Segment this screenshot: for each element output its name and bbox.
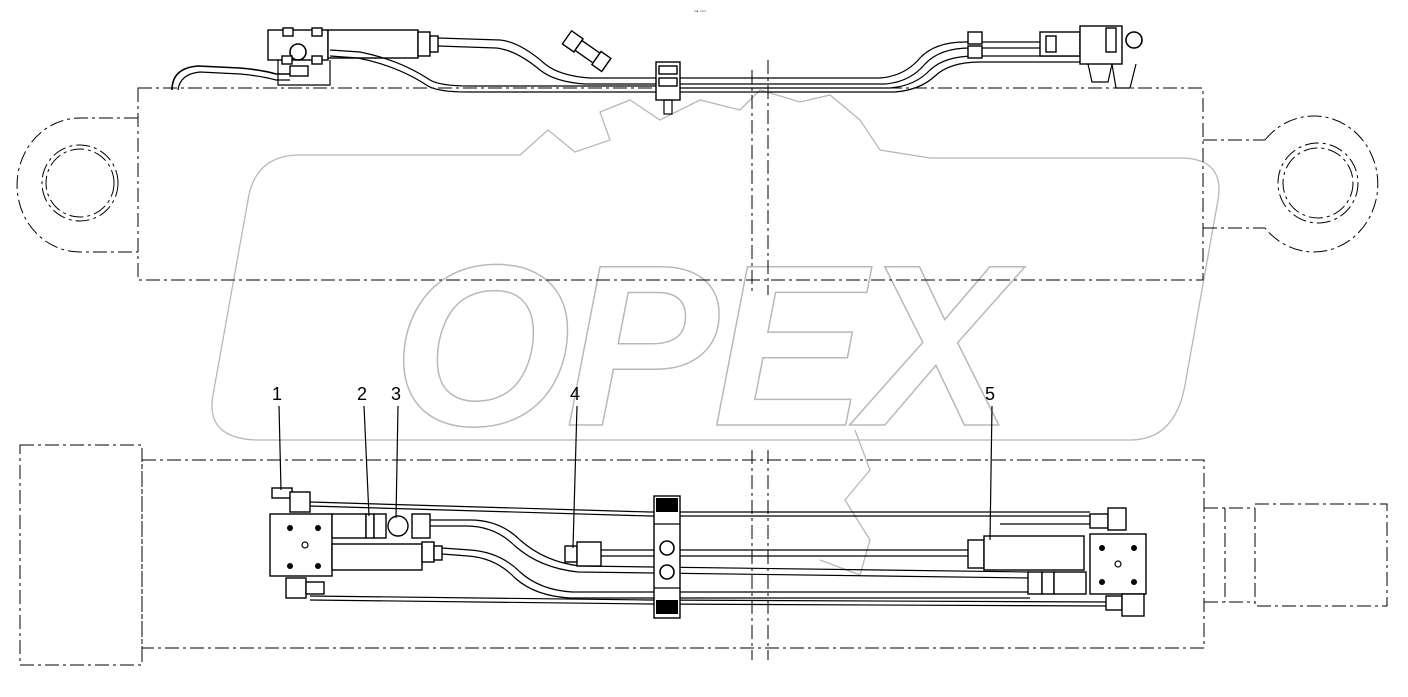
opex-watermark-logo: OPEX	[211, 89, 1220, 576]
left-mounting-eye	[16, 117, 138, 253]
bottom-left-valve-block	[269, 487, 443, 599]
top-right-valve-block	[967, 25, 1143, 89]
top-left-valve-block	[267, 27, 439, 86]
callout-4: 4	[570, 384, 580, 404]
callout-2: 2	[357, 384, 367, 404]
bottom-pipes	[309, 501, 1111, 607]
top-pipes	[329, 37, 1080, 93]
bottom-pipe-clamp	[653, 495, 681, 619]
callout-1: 1	[272, 384, 282, 404]
right-mounting-eye	[1203, 115, 1379, 253]
top-pipe-clamp	[655, 61, 681, 115]
rod-end-block	[1254, 503, 1388, 607]
fitting-4	[564, 541, 602, 567]
header-mark: ▫︎▪ ▫▫▫	[694, 9, 706, 15]
top-view	[16, 25, 1379, 295]
cap-end-block	[19, 444, 143, 666]
bottom-view: 1 2 3 4 5	[19, 384, 1388, 666]
callout-3: 3	[391, 384, 401, 404]
callout-5: 5	[985, 384, 995, 404]
top-angled-fitting	[561, 29, 612, 73]
part-callouts: 1 2 3 4 5	[272, 384, 995, 549]
watermark-text: OPEX	[392, 217, 1025, 474]
bottom-right-valve-block	[967, 507, 1147, 617]
cylinder-barrel-bottom	[141, 459, 1205, 649]
